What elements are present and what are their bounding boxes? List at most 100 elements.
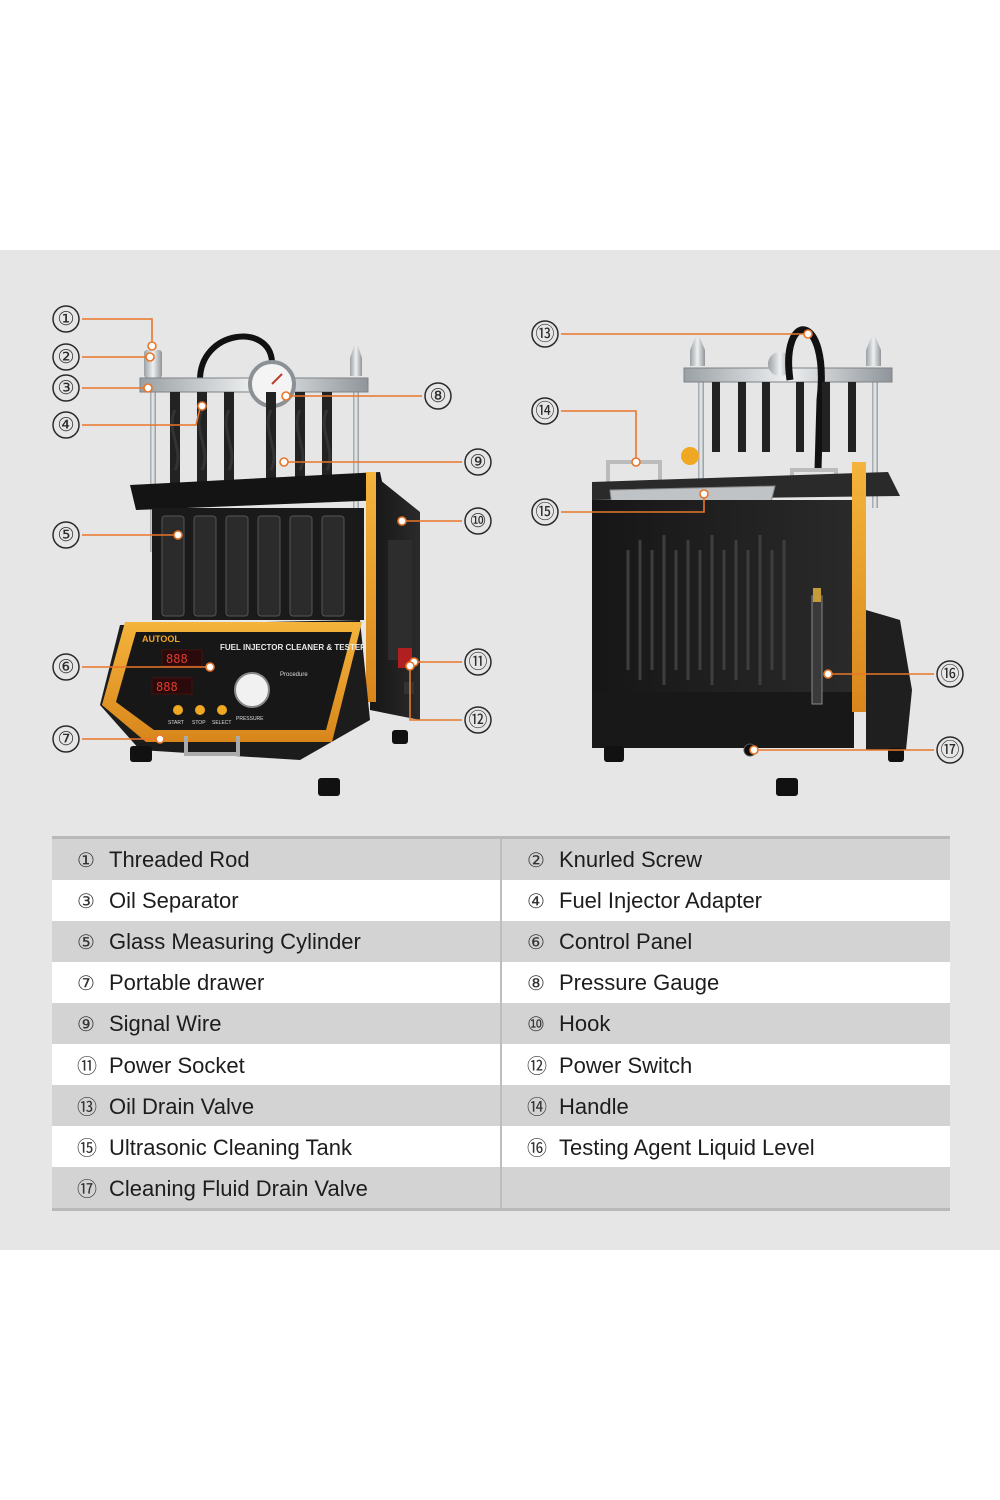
part-number: ⑥	[527, 929, 545, 954]
panel-title-text: FUEL INJECTOR CLEANER & TESTER	[220, 643, 366, 652]
part-number: ④	[527, 888, 545, 913]
select-label: SELECT	[212, 720, 231, 726]
table-row: ⑪ Power Socket ⑫ Power Switch	[52, 1044, 950, 1085]
part-cell: ⑫ Power Switch	[500, 1044, 950, 1085]
signal-wires	[170, 409, 332, 471]
parts-legend-table: ① Threaded Rod ② Knurled Screw ③ Oil Separato…	[52, 836, 950, 1211]
part-label: Glass Measuring Cylinder	[109, 928, 361, 954]
stop-button-dot	[195, 705, 205, 715]
start-button-dot	[173, 705, 183, 715]
callout-number: ⑨	[469, 451, 486, 473]
callout-number: ②	[57, 346, 74, 368]
part-number: ⑩	[527, 1011, 545, 1036]
svg-text:888: 888	[156, 680, 178, 694]
glass-measuring-cylinders	[161, 515, 345, 617]
callout-number: ⑩	[469, 510, 486, 532]
part-label: Fuel Injector Adapter	[559, 887, 763, 913]
fuel-injector-row	[170, 392, 332, 484]
part-cell: ⑧ Pressure Gauge	[500, 962, 950, 1003]
panel-gauge	[234, 672, 270, 708]
callout-number: ⑧	[429, 385, 446, 407]
part-number: ⑮	[77, 1136, 97, 1160]
top-tray	[130, 472, 386, 510]
rear-vent-grille	[626, 535, 786, 685]
part-label: Oil Separator	[109, 887, 239, 913]
threaded-rod-left	[150, 382, 156, 552]
drawer-handle	[184, 736, 240, 756]
liquid-level-tube	[811, 595, 823, 705]
machine-illustration: 888 888 AUTOOL FUEL INJECTOR CLEANER & T…	[52, 305, 964, 796]
procedure-label: Procedure	[280, 672, 308, 678]
callout-number: ⑮	[535, 501, 554, 523]
part-cell: ⑤ Glass Measuring Cylinder	[52, 921, 501, 962]
table-row: ① Threaded Rod ② Knurled Screw	[52, 837, 950, 880]
callout-number: ⑬	[535, 323, 554, 345]
part-label: Pressure Gauge	[559, 969, 720, 995]
brand-text: AUTOOL	[142, 634, 180, 644]
callout-number: ⑯	[940, 663, 959, 685]
part-label: Signal Wire	[109, 1010, 222, 1036]
part-number: ①	[77, 847, 95, 872]
part-cell: ④ Fuel Injector Adapter	[500, 880, 950, 921]
knurled-screw-right	[350, 346, 362, 376]
table-row: ③ Oil Separator ④ Fuel Injector Adapter	[52, 880, 950, 921]
part-cell: ⑭ Handle	[500, 1085, 950, 1126]
part-cell: ① Threaded Rod	[52, 837, 501, 880]
callout-number: ⑤	[57, 524, 74, 546]
part-label: Control Panel	[559, 928, 693, 954]
part-cell: ③ Oil Separator	[52, 880, 501, 921]
pressure-hose	[197, 333, 275, 381]
callout-number: ⑭	[535, 400, 554, 422]
table-row: ⑨ Signal Wire ⑩ Hook	[52, 1003, 950, 1044]
part-cell: ⑦ Portable drawer	[52, 962, 501, 1003]
start-label: START	[168, 720, 184, 726]
part-label: Cleaning Fluid Drain Valve	[109, 1176, 368, 1201]
part-cell: ⑮ Ultrasonic Cleaning Tank	[52, 1126, 501, 1167]
part-number: ⑦	[77, 970, 95, 995]
callout-number: ⑰	[940, 739, 959, 761]
part-label: Testing Agent Liquid Level	[559, 1135, 815, 1160]
part-number: ⑧	[527, 970, 545, 995]
part-cell	[500, 1167, 950, 1210]
part-label: Ultrasonic Cleaning Tank	[109, 1135, 352, 1160]
part-label: Hook	[559, 1010, 611, 1036]
part-cell: ⑬ Oil Drain Valve	[52, 1085, 501, 1126]
part-label: Handle	[559, 1094, 629, 1119]
part-label: Portable drawer	[109, 969, 265, 995]
part-label: Threaded Rod	[109, 846, 250, 872]
table-row: ⑤ Glass Measuring Cylinder ⑥ Control Panel	[52, 921, 950, 962]
callout-number: ④	[57, 414, 74, 436]
table-row: ⑬ Oil Drain Valve ⑭ Handle	[52, 1085, 950, 1126]
pressure-label: PRESSURE	[236, 716, 264, 722]
part-cell: ⑩ Hook	[500, 1003, 950, 1044]
part-cell: ② Knurled Screw	[500, 837, 950, 880]
stop-label: STOP	[192, 720, 206, 726]
part-label: Knurled Screw	[559, 846, 703, 872]
threaded-rod-right	[353, 382, 359, 552]
part-number: ③	[77, 888, 95, 913]
part-cell: ⑨ Signal Wire	[52, 1003, 501, 1044]
callout-number: ⑫	[468, 709, 487, 731]
part-label: Oil Drain Valve	[109, 1094, 255, 1119]
svg-text:888: 888	[166, 652, 188, 666]
part-label: Power Socket	[109, 1053, 245, 1078]
side-yellow-strip	[366, 472, 376, 702]
callout-number: ①	[57, 308, 74, 330]
callout-number: ③	[57, 377, 74, 399]
part-number: ⑤	[77, 929, 95, 954]
part-cell: ⑪ Power Socket	[52, 1044, 501, 1085]
part-number: ⑪	[77, 1054, 97, 1078]
part-number: ⑬	[77, 1095, 97, 1119]
part-cell: ⑥ Control Panel	[500, 921, 950, 962]
callout-number: ⑦	[57, 728, 74, 750]
part-number: ⑨	[77, 1011, 95, 1036]
table-row: ⑦ Portable drawer ⑧ Pressure Gauge	[52, 962, 950, 1003]
part-number: ⑫	[527, 1054, 547, 1078]
part-number: ⑭	[527, 1095, 547, 1119]
part-number: ②	[527, 847, 545, 872]
part-label: Power Switch	[559, 1053, 693, 1078]
callout-number: ⑪	[468, 651, 487, 673]
